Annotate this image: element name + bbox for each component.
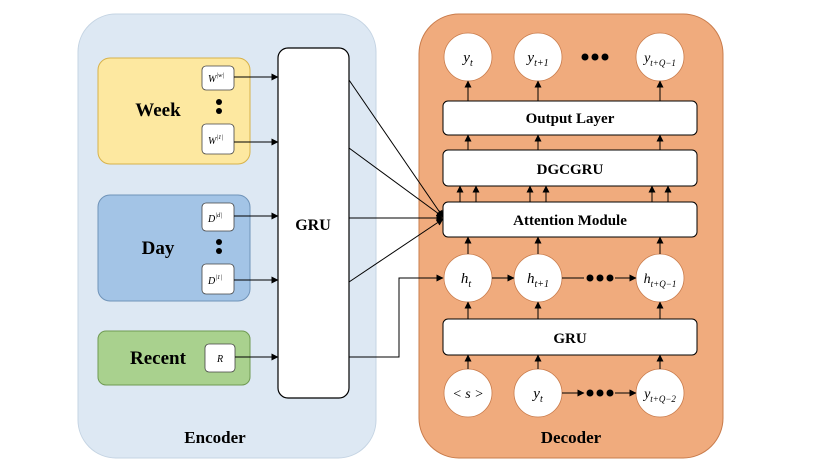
decoder-input-base: y [642, 387, 651, 402]
week-label: Week [135, 100, 181, 121]
day-input-top [201, 202, 235, 232]
decoder-input-base: y [531, 386, 540, 402]
output-layer-label: Output Layer [526, 111, 615, 127]
arrow-gru-to-attention [348, 218, 444, 283]
svg-text:yt: yt [531, 386, 543, 405]
decoder-gru-label: GRU [553, 331, 587, 347]
arrow-gru-to-attention [348, 147, 444, 218]
encoder-gru-block [277, 47, 350, 399]
week-input-bottom [201, 123, 235, 155]
week-top-input-text: W [208, 74, 218, 85]
ellipsis-dot [601, 53, 609, 61]
day-ellipsis-dot [216, 248, 222, 254]
ellipsis-dot [581, 53, 589, 61]
day-input-bottom [201, 263, 235, 295]
output-node-sub: t+1 [534, 58, 549, 69]
decoder-gru-block [442, 318, 698, 356]
svg-text:W|1|: W|1| [208, 134, 223, 147]
arrow-gru-to-attention [348, 79, 444, 218]
week-bottom-input-text: W [208, 136, 218, 147]
svg-text:ht: ht [461, 271, 472, 290]
svg-text:W|w|: W|w| [208, 72, 224, 85]
ellipsis-dot [596, 274, 604, 282]
hidden-node-base: h [644, 272, 651, 287]
hidden-node-base: h [461, 271, 469, 287]
output-node-sub: t+Q−1 [650, 58, 676, 68]
week-ellipsis-dot [216, 108, 222, 114]
hidden-node-sub: t+Q−1 [651, 279, 677, 289]
decoder-input-sub: t+Q−2 [650, 394, 676, 404]
encoder-gru-label: GRU [295, 217, 331, 234]
output-node-sub: t [470, 58, 473, 69]
ellipsis-dot [591, 53, 599, 61]
week-bottom-input-sup: |1| [216, 134, 223, 141]
output-node-base: y [525, 50, 534, 66]
svg-text:yt+Q−2: yt+Q−2 [642, 387, 676, 404]
svg-text:D|1|: D|1| [207, 274, 222, 287]
ellipsis-dot [586, 389, 594, 397]
decoder-input-start-token: < s > [452, 387, 483, 402]
ellipsis-dot [586, 274, 594, 282]
ellipsis-dot [606, 389, 614, 397]
recent-label: Recent [130, 348, 187, 369]
output-node [513, 32, 563, 82]
week-input-top [201, 65, 235, 91]
svg-text:ht+Q−1: ht+Q−1 [644, 272, 677, 289]
day-bottom-input-sup: |1| [215, 274, 222, 281]
decoder-label: Decoder [541, 428, 602, 447]
recent-input [204, 343, 236, 373]
dgcgru-block [442, 149, 698, 187]
day-ellipsis-dot [216, 239, 222, 245]
svg-text:yt+Q−1: yt+Q−1 [642, 51, 676, 68]
attention-module-label: Attention Module [513, 213, 627, 229]
decoder-vertical-arrows [456, 80, 672, 369]
output-layer-block [442, 100, 698, 136]
recent-input-text: R [216, 354, 223, 365]
day-top-input-sup: |d| [215, 212, 222, 219]
hidden-node-sub: t [468, 279, 471, 290]
decoder-input-sub: t [540, 394, 543, 405]
svg-text:yt+1: yt+1 [525, 50, 548, 69]
day-label: Day [142, 238, 175, 259]
dgcgru-label: DGCGRU [537, 162, 604, 178]
day-top-input-text: D [207, 214, 216, 225]
day-bottom-input-text: D [207, 276, 216, 287]
hidden-node-sub: t+1 [534, 279, 549, 290]
encoder-label: Encoder [184, 428, 246, 447]
ellipsis-dot [596, 389, 604, 397]
ellipsis-dot [606, 274, 614, 282]
attention-module-block [442, 201, 698, 238]
output-node-base: y [461, 50, 470, 66]
hidden-node [513, 253, 563, 303]
hidden-node-base: h [527, 271, 535, 287]
week-top-input-sup: |w| [216, 72, 224, 79]
svg-text:D|d|: D|d| [207, 212, 222, 225]
svg-text:yt: yt [461, 50, 473, 69]
svg-text:ht+1: ht+1 [527, 271, 549, 290]
output-node-base: y [642, 51, 651, 66]
arrow-gru-to-hidden [349, 274, 444, 358]
week-ellipsis-dot [216, 99, 222, 105]
